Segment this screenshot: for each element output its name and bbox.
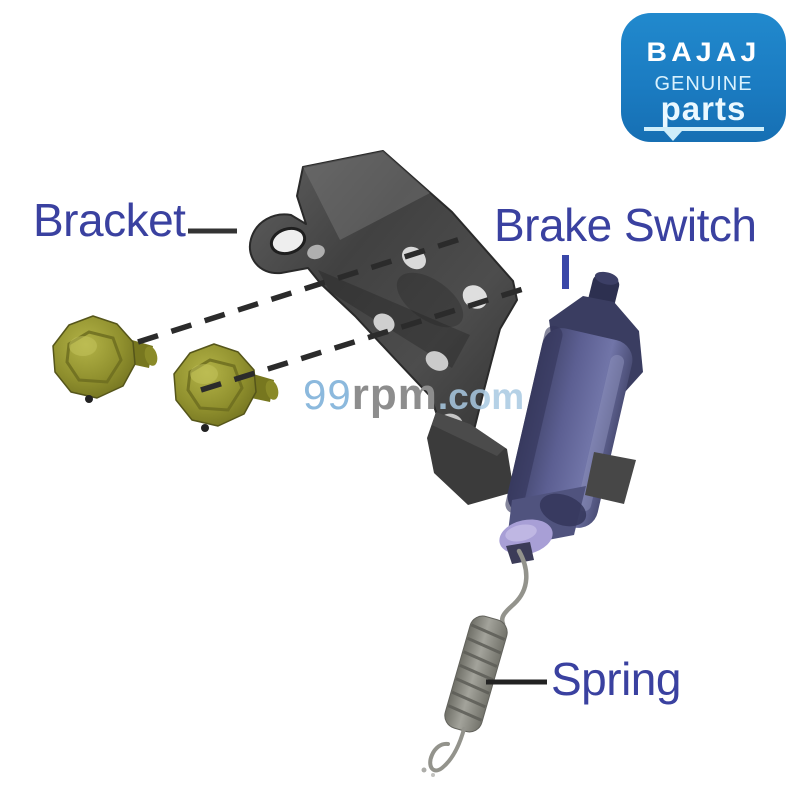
bolt-right xyxy=(173,343,279,432)
bracket-label: Bracket xyxy=(33,194,186,246)
bracket-hole-4 xyxy=(425,351,449,371)
logo-down-arrow-icon xyxy=(663,131,682,142)
bolt-left-highlight xyxy=(69,336,97,356)
bracket-ridge-shadow xyxy=(318,270,470,368)
logo-underline xyxy=(643,127,764,142)
dashed-guide-line-bottom xyxy=(200,286,524,393)
watermark-tld: .com xyxy=(437,376,525,417)
bolt-left-dot xyxy=(85,395,93,403)
bracket-hole-3 xyxy=(373,313,395,333)
bolt-right-hex-facet xyxy=(186,358,244,412)
bracket-ear-gap xyxy=(307,244,325,260)
brake-switch-label: Brake Switch xyxy=(494,199,757,251)
spring-label: Spring xyxy=(551,653,681,705)
bracket-part xyxy=(248,150,518,469)
bajaj-genuine-parts-logo: BAJAJ GENUINE parts xyxy=(621,13,786,142)
spring-part xyxy=(421,548,529,777)
switch-right-tab xyxy=(585,452,636,504)
spring-lower-hook-wire xyxy=(428,727,466,773)
spring-speck-1 xyxy=(421,767,427,773)
switch-lower-dark xyxy=(539,493,587,527)
bolt-right-dot xyxy=(201,424,209,432)
spring-upper-hook-wire xyxy=(499,548,529,627)
watermark-number: 99 xyxy=(303,371,352,418)
bolt-left-head xyxy=(52,315,136,399)
brake-switch-leader-bar xyxy=(562,255,569,289)
spring-coil xyxy=(444,615,508,733)
bracket-top-highlight xyxy=(303,151,430,240)
bracket-plate xyxy=(248,150,518,469)
spring-speck-2 xyxy=(431,773,435,777)
bolt-left-hex-facet xyxy=(65,330,123,384)
logo-parts-text: parts xyxy=(660,90,747,127)
bolt-right-highlight xyxy=(190,364,218,384)
bracket-ear-hole xyxy=(269,226,307,256)
watermark-rpm: rpm xyxy=(351,370,438,419)
bolt-left xyxy=(52,315,158,403)
logo-brand-text: BAJAJ xyxy=(646,37,761,67)
bolt-right-shank-tip xyxy=(265,380,279,400)
dashed-guide-line-top xyxy=(137,233,471,345)
logo-genuine-text: GENUINE xyxy=(654,73,753,95)
brake-switch-part xyxy=(427,271,643,564)
bolt-left-shank-tip xyxy=(144,346,158,366)
switch-clamp-arm-highlight xyxy=(432,412,505,456)
switch-clamp-arm xyxy=(427,412,514,505)
